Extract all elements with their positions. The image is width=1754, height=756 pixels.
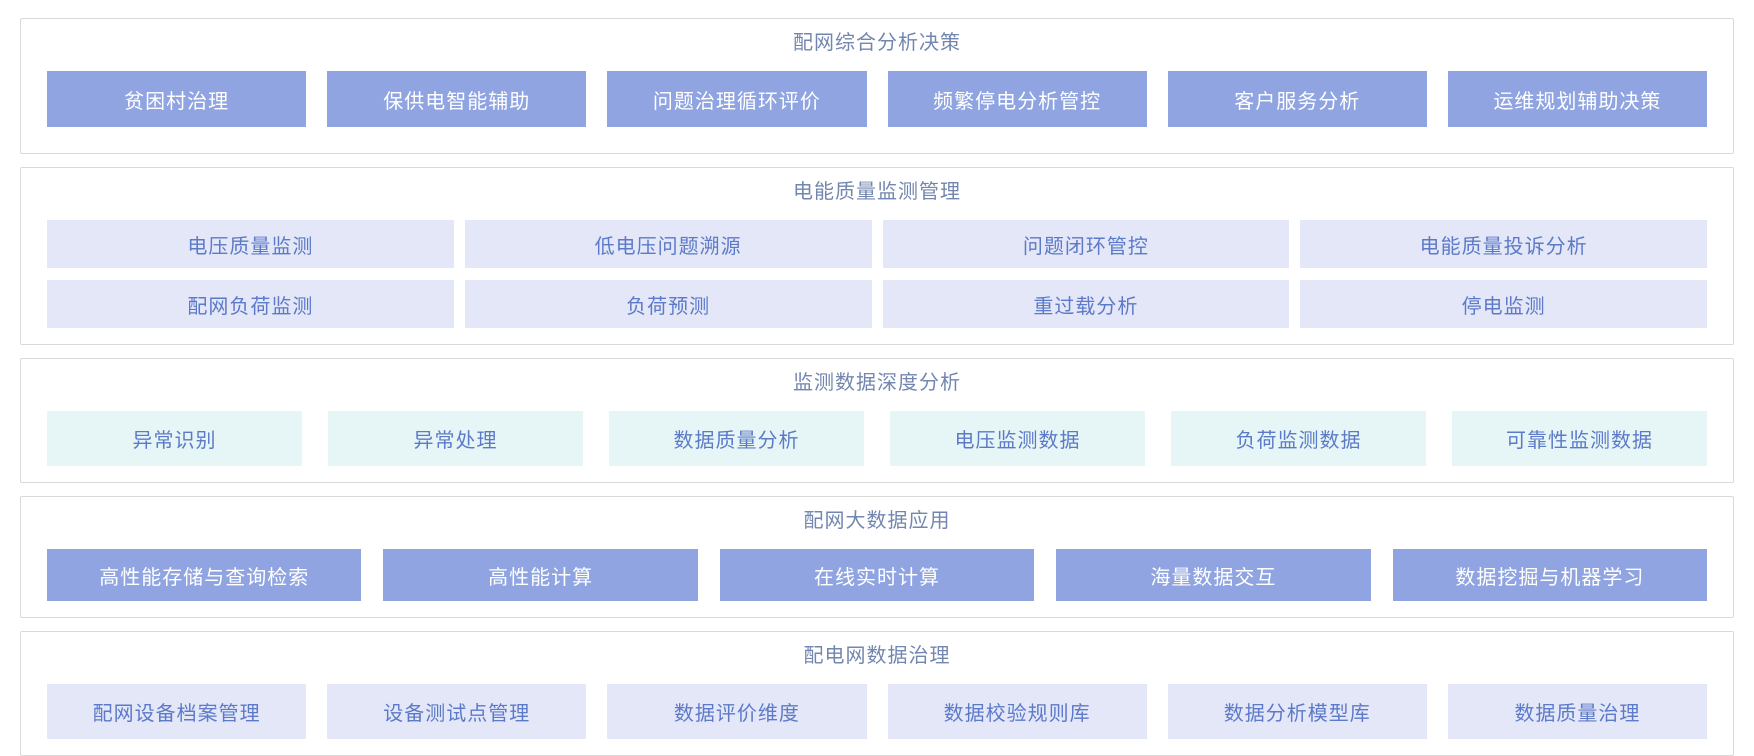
module-tile[interactable]: 电压监测数据: [890, 411, 1145, 466]
module-tile[interactable]: 负荷预测: [464, 280, 872, 328]
module-tile[interactable]: 数据质量治理: [1447, 684, 1708, 739]
module-tile[interactable]: 电能质量投诉分析: [1300, 220, 1707, 268]
tile-rows: 配网设备档案管理设备测试点管理数据评价维度数据校验规则库数据分析模型库数据质量治…: [47, 684, 1708, 739]
module-tile[interactable]: 异常处理: [328, 411, 583, 466]
section-panel: 配电网数据治理 配网设备档案管理设备测试点管理数据评价维度数据校验规则库数据分析…: [20, 631, 1734, 756]
tile-rows: 异常识别异常处理数据质量分析电压监测数据负荷监测数据可靠性监测数据: [47, 411, 1707, 466]
module-tile[interactable]: 贫困村治理: [47, 71, 307, 127]
section-panel: 配网大数据应用 高性能存储与查询检索高性能计算在线实时计算海量数据交互数据挖掘与…: [20, 496, 1734, 618]
tile-row: 高性能存储与查询检索高性能计算在线实时计算海量数据交互数据挖掘与机器学习: [47, 549, 1708, 601]
tile-rows: 电压质量监测低电压问题溯源问题闭环管控电能质量投诉分析配网负荷监测负荷预测重过载…: [47, 220, 1707, 328]
module-tile[interactable]: 重过载分析: [882, 280, 1290, 328]
module-tile[interactable]: 负荷监测数据: [1171, 411, 1426, 466]
module-tile[interactable]: 设备测试点管理: [327, 684, 587, 739]
tile-rows: 贫困村治理保供电智能辅助问题治理循环评价频繁停电分析管控客户服务分析运维规划辅助…: [47, 71, 1708, 127]
module-tile[interactable]: 可靠性监测数据: [1452, 411, 1707, 466]
module-tile[interactable]: 客户服务分析: [1167, 71, 1427, 127]
tile-row: 异常识别异常处理数据质量分析电压监测数据负荷监测数据可靠性监测数据: [47, 411, 1707, 466]
module-tile[interactable]: 停电监测: [1300, 280, 1707, 328]
module-tile[interactable]: 电压质量监测: [47, 220, 454, 268]
tile-row: 贫困村治理保供电智能辅助问题治理循环评价频繁停电分析管控客户服务分析运维规划辅助…: [47, 71, 1708, 127]
module-tile[interactable]: 保供电智能辅助: [327, 71, 587, 127]
section-panel: 配网综合分析决策 贫困村治理保供电智能辅助问题治理循环评价频繁停电分析管控客户服…: [20, 18, 1734, 154]
tile-row: 配网设备档案管理设备测试点管理数据评价维度数据校验规则库数据分析模型库数据质量治…: [47, 684, 1708, 739]
module-tile[interactable]: 高性能计算: [383, 549, 698, 601]
module-tile[interactable]: 数据校验规则库: [887, 684, 1147, 739]
section-title: 监测数据深度分析: [793, 372, 961, 394]
tile-row: 配网负荷监测负荷预测重过载分析停电监测: [47, 280, 1707, 328]
section-panel: 电能质量监测管理 电压质量监测低电压问题溯源问题闭环管控电能质量投诉分析配网负荷…: [20, 167, 1734, 345]
tile-row: 电压质量监测低电压问题溯源问题闭环管控电能质量投诉分析: [47, 220, 1707, 268]
section-panel: 监测数据深度分析 异常识别异常处理数据质量分析电压监测数据负荷监测数据可靠性监测…: [20, 358, 1734, 483]
section-title: 配网大数据应用: [803, 510, 951, 532]
module-tile[interactable]: 频繁停电分析管控: [887, 71, 1147, 127]
module-tile[interactable]: 数据挖掘与机器学习: [1392, 549, 1708, 601]
module-tile[interactable]: 数据质量分析: [609, 411, 864, 466]
tile-rows: 高性能存储与查询检索高性能计算在线实时计算海量数据交互数据挖掘与机器学习: [47, 549, 1708, 601]
module-tile[interactable]: 低电压问题溯源: [464, 220, 872, 268]
module-tile[interactable]: 配网负荷监测: [47, 280, 454, 328]
section-title: 配电网数据治理: [803, 645, 951, 667]
section-title: 配网综合分析决策: [793, 32, 961, 54]
module-tile[interactable]: 海量数据交互: [1056, 549, 1371, 601]
module-tile[interactable]: 配网设备档案管理: [47, 684, 307, 739]
module-tile[interactable]: 运维规划辅助决策: [1447, 71, 1708, 127]
module-tile[interactable]: 数据评价维度: [607, 684, 867, 739]
section-title: 电能质量监测管理: [793, 181, 961, 203]
module-tile[interactable]: 问题闭环管控: [882, 220, 1290, 268]
module-tile[interactable]: 数据分析模型库: [1167, 684, 1427, 739]
module-tile[interactable]: 高性能存储与查询检索: [47, 549, 362, 601]
module-tile[interactable]: 问题治理循环评价: [607, 71, 867, 127]
module-tile[interactable]: 在线实时计算: [719, 549, 1035, 601]
module-tile[interactable]: 异常识别: [47, 411, 302, 466]
